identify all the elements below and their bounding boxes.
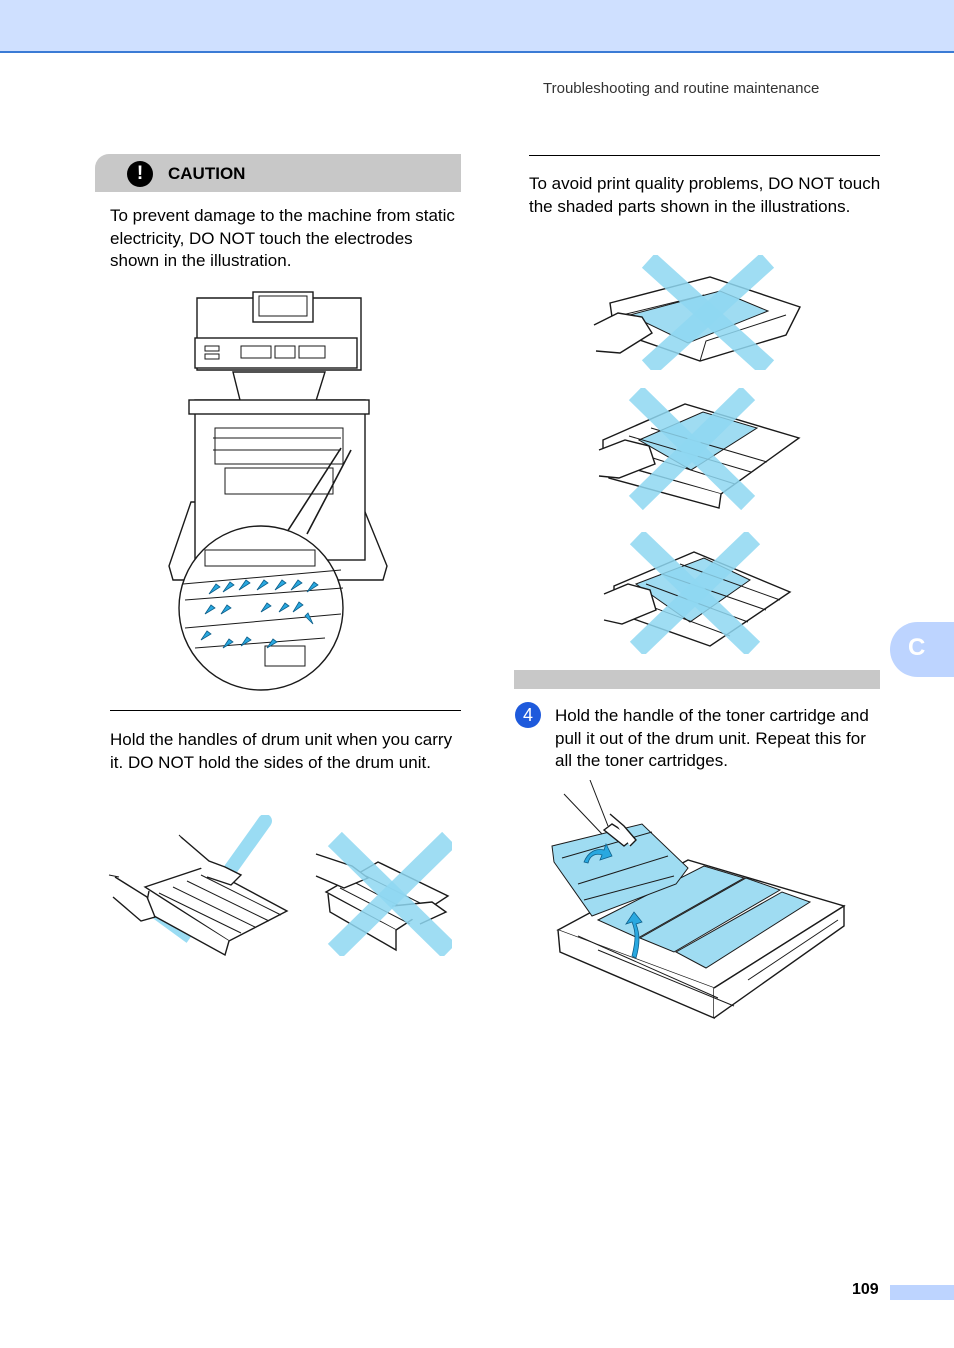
toner-cartridge-do-not-touch bbox=[593, 255, 801, 370]
chapter-tab-label: C bbox=[908, 634, 926, 661]
left-divider bbox=[110, 710, 461, 711]
print-quality-note: To avoid print quality problems, DO NOT … bbox=[529, 174, 881, 216]
section-gray-bar bbox=[514, 670, 880, 689]
page-number-tab bbox=[890, 1285, 954, 1300]
top-header-bar bbox=[0, 0, 954, 53]
step-number-badge: 4 bbox=[515, 702, 541, 728]
machine-electrodes-illustration bbox=[168, 291, 388, 691]
toner-removal-illustration bbox=[551, 780, 846, 1020]
drum-unit-do-not-touch-1 bbox=[598, 388, 801, 510]
caution-banner: ! CAUTION bbox=[95, 154, 461, 192]
page-number: 109 bbox=[852, 1281, 879, 1298]
drum-handling-note: Hold the handles of drum unit when you c… bbox=[110, 730, 453, 772]
chapter-tab: C bbox=[890, 622, 954, 677]
drum-hold-incorrect-illustration bbox=[315, 832, 452, 956]
caution-text: To prevent damage to the machine from st… bbox=[110, 206, 455, 270]
step-instruction: Hold the handle of the toner cartridge a… bbox=[555, 706, 869, 770]
drum-unit-do-not-touch-2 bbox=[603, 532, 792, 654]
exclamation-icon: ! bbox=[127, 161, 153, 187]
caution-label: CAUTION bbox=[168, 164, 246, 183]
drum-hold-correct-illustration bbox=[108, 815, 289, 957]
right-divider bbox=[529, 155, 880, 156]
section-title: Troubleshooting and routine maintenance bbox=[543, 80, 820, 97]
